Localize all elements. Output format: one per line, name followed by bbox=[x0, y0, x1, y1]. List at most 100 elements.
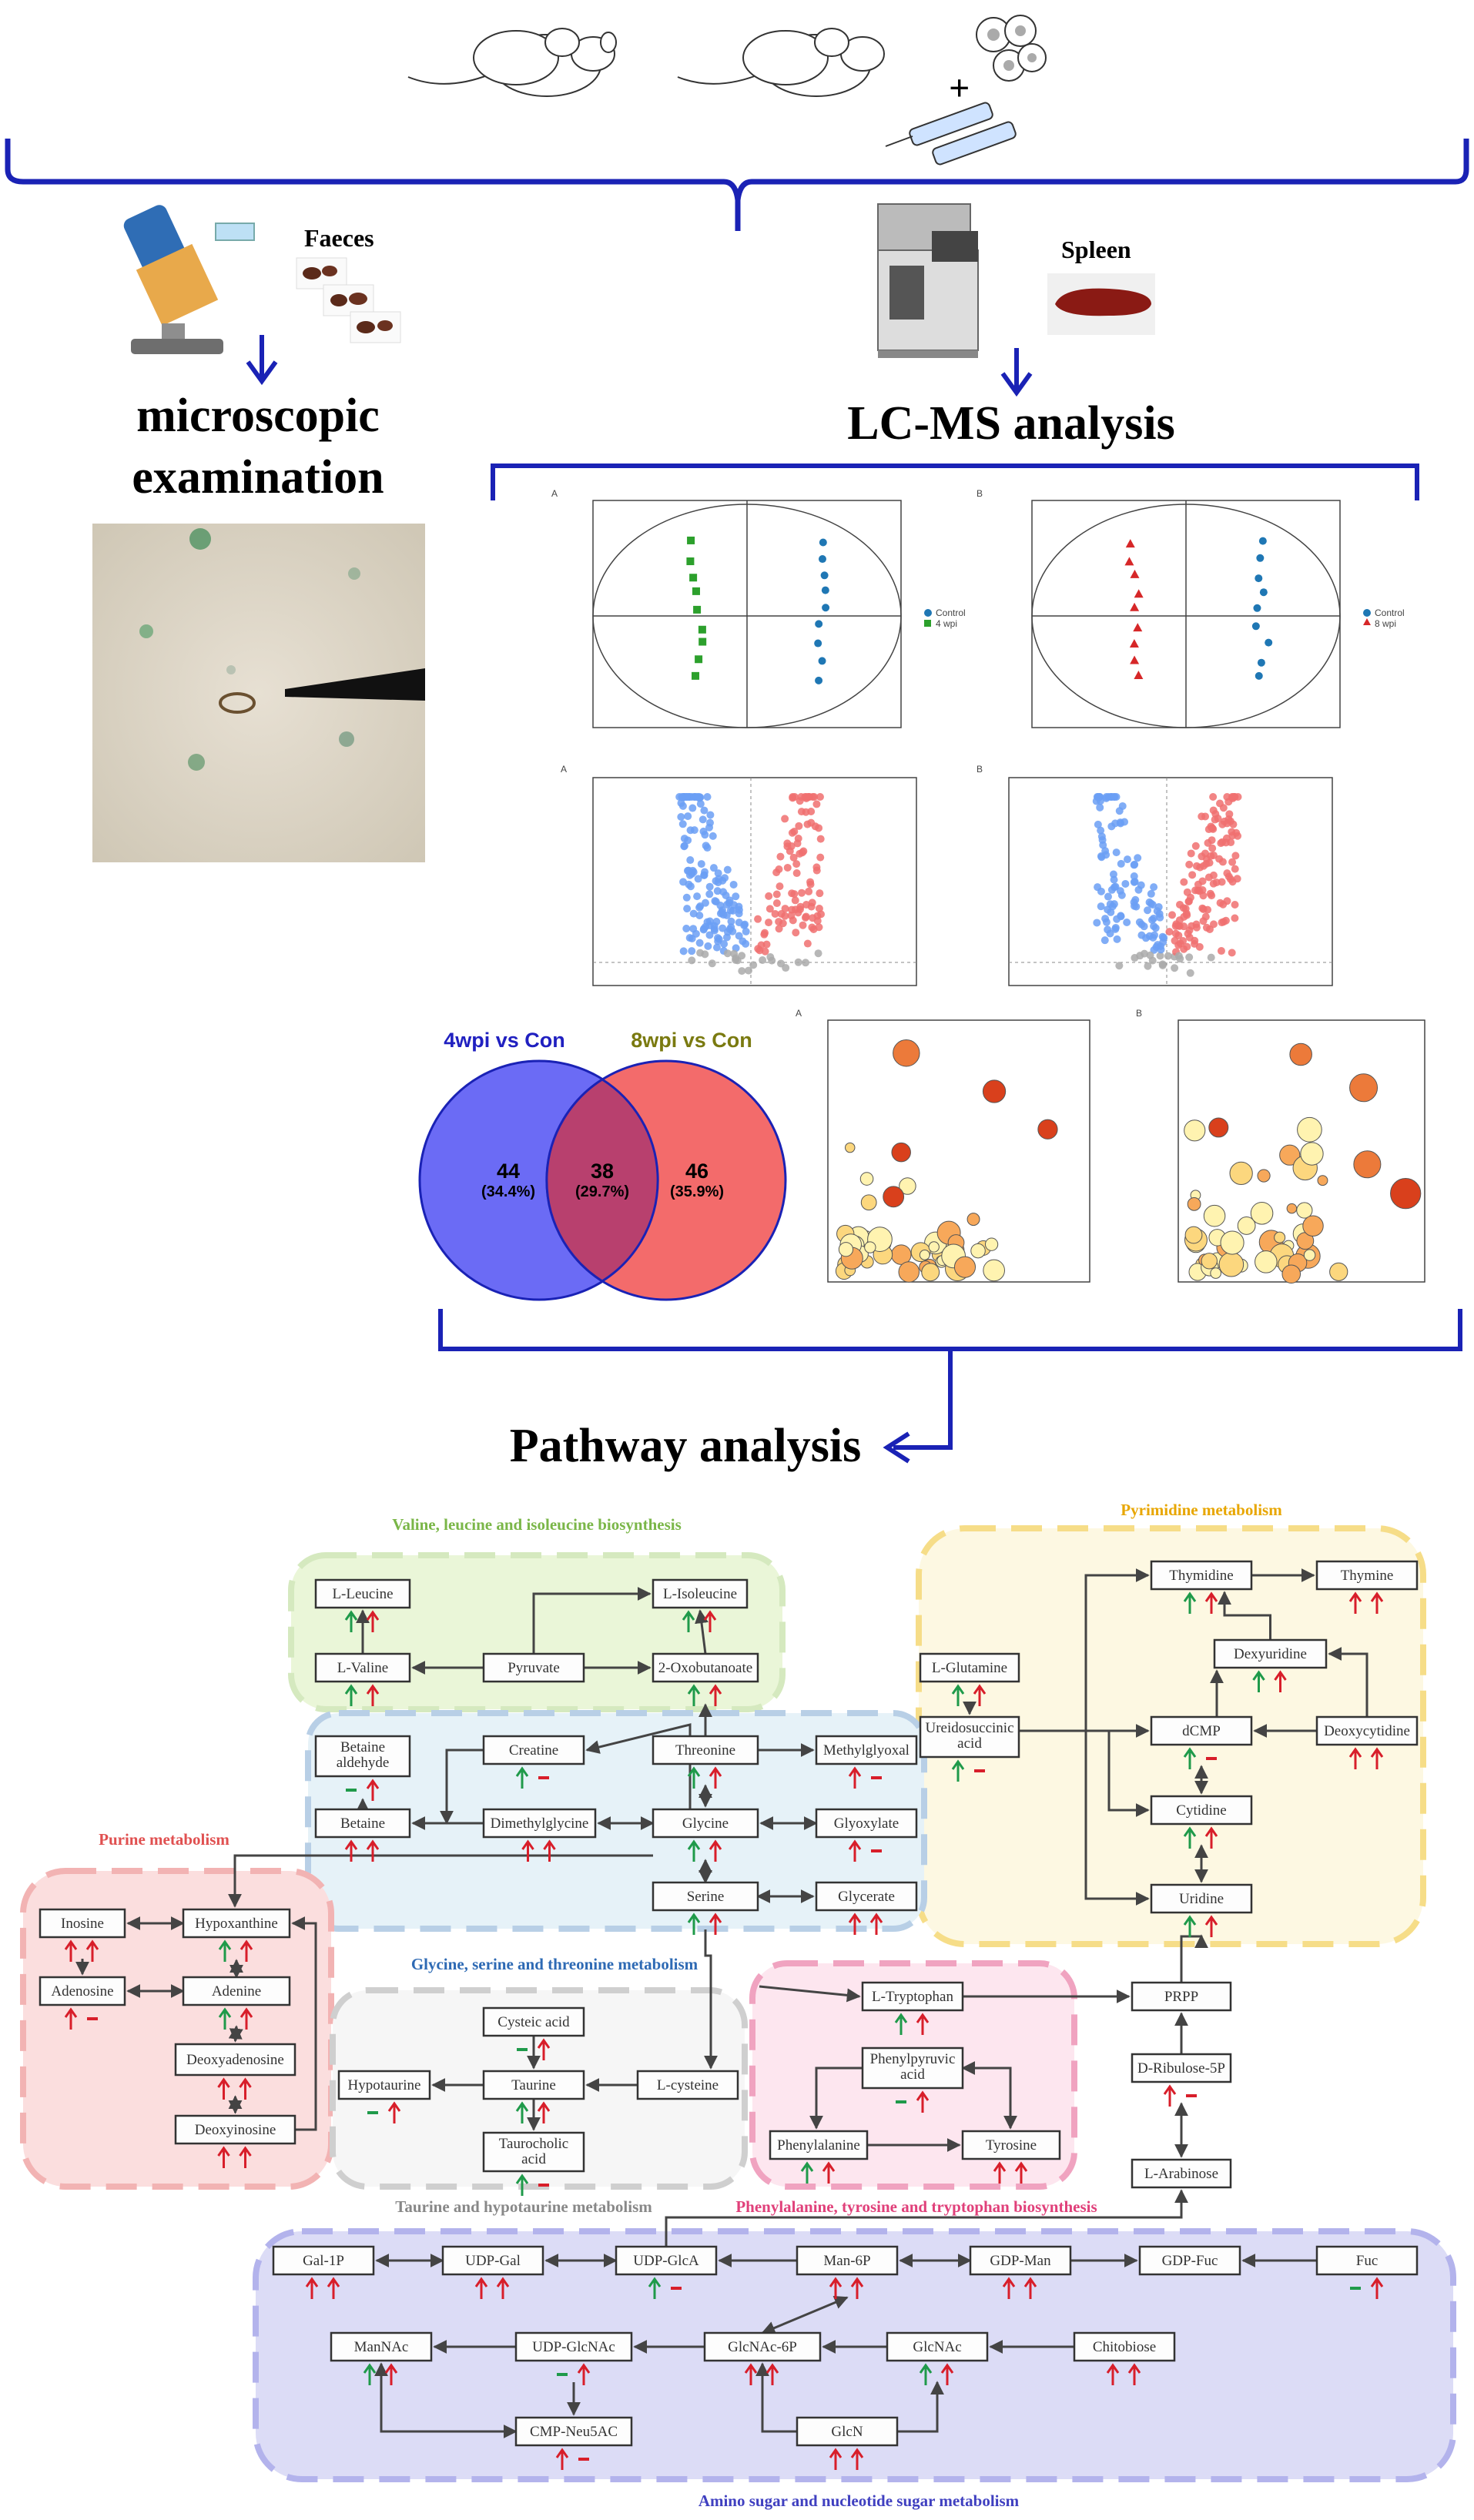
node-thymidine: Thymidine bbox=[1150, 1560, 1253, 1614]
volcano-point bbox=[1209, 806, 1218, 815]
volcano-point bbox=[701, 831, 709, 839]
volcano-point bbox=[761, 929, 769, 937]
pca-plot-b: B Control 8 wpi bbox=[977, 488, 1405, 728]
up-arrow-icon bbox=[951, 1684, 965, 1706]
node-box bbox=[652, 1881, 759, 1912]
node-label: Glycine bbox=[682, 1816, 729, 1832]
bubble-point bbox=[1210, 1267, 1222, 1279]
up-arrow-icon bbox=[829, 2277, 843, 2299]
bubble-point bbox=[1390, 1178, 1422, 1210]
node-label: Deoxyinosine bbox=[195, 2122, 276, 2138]
up-arrow-icon bbox=[543, 1839, 556, 1862]
volcano-point bbox=[1233, 875, 1241, 883]
volcano-point bbox=[715, 875, 723, 883]
pca-control-point bbox=[815, 676, 823, 684]
pca-control-point bbox=[819, 538, 827, 547]
volcano-point bbox=[713, 887, 722, 895]
bubble-point bbox=[1279, 1144, 1301, 1166]
venn-mid-count: 38 bbox=[591, 1160, 614, 1183]
node-box bbox=[703, 2331, 822, 2362]
node-dribulose: D-Ribulose-5P bbox=[1131, 2053, 1232, 2107]
volcano-point bbox=[792, 905, 800, 914]
up-arrow-icon bbox=[537, 2101, 551, 2123]
node-box bbox=[337, 2070, 431, 2100]
node-inosine: Inosine bbox=[39, 1908, 126, 1962]
bubble-point bbox=[891, 1142, 911, 1163]
node-chitobiose: Chitobiose bbox=[1073, 2331, 1176, 2385]
volcano-point bbox=[1154, 941, 1162, 949]
node-box bbox=[1131, 1981, 1232, 2012]
up-arrow-icon bbox=[577, 2363, 591, 2385]
volcano-point bbox=[722, 933, 731, 942]
up-arrow-icon bbox=[1023, 2277, 1037, 2299]
up-arrow-icon bbox=[363, 2363, 377, 2385]
bubble-point bbox=[859, 1172, 874, 1186]
volcano-point bbox=[1188, 871, 1197, 879]
mouse-illustration-infected bbox=[677, 28, 885, 97]
node-uridine: Uridine bbox=[1150, 1883, 1253, 1937]
volcano-point bbox=[1130, 861, 1138, 869]
node-box bbox=[796, 2245, 899, 2276]
up-arrow-icon bbox=[305, 2277, 319, 2299]
node-box bbox=[330, 2331, 433, 2362]
pathway-edge bbox=[755, 2362, 797, 2433]
volcano-point bbox=[1180, 945, 1188, 953]
up-arrow-icon bbox=[240, 2007, 253, 2030]
volcano-point bbox=[725, 899, 733, 907]
node-label: Methylglyoxal bbox=[823, 1742, 910, 1759]
volcano-point bbox=[1231, 852, 1240, 860]
volcano-a-points bbox=[675, 793, 826, 976]
volcano-point bbox=[694, 875, 702, 883]
up-arrow-icon bbox=[709, 1839, 722, 1862]
volcano-point bbox=[772, 868, 781, 877]
node-box bbox=[514, 2416, 633, 2447]
pca-4wpi-point bbox=[695, 655, 703, 664]
node-label: CMP-Neu5AC bbox=[530, 2424, 618, 2440]
up-arrow-icon bbox=[64, 2007, 78, 2030]
volcano-point bbox=[1115, 962, 1124, 970]
pca-control-point bbox=[1255, 671, 1263, 680]
node-box bbox=[815, 1808, 918, 1839]
spleen-photo bbox=[1047, 273, 1155, 335]
volcano-point bbox=[679, 878, 688, 886]
up-arrow-icon bbox=[993, 2161, 1007, 2184]
volcano-point bbox=[1092, 797, 1100, 805]
volcano-point bbox=[781, 815, 789, 823]
up-arrow-icon bbox=[515, 1766, 529, 1789]
pca-8wpi-point bbox=[1130, 569, 1140, 578]
pathway-edge bbox=[1084, 1568, 1150, 1731]
node-label: Uridine bbox=[1179, 1891, 1224, 1907]
node-cmpneu5ac: CMP-Neu5AC bbox=[514, 2416, 633, 2470]
pathway-edges bbox=[75, 1568, 1368, 2438]
node-label: L-cysteine bbox=[657, 2077, 719, 2093]
pca-4wpi-point bbox=[689, 574, 698, 582]
volcano-point bbox=[816, 793, 824, 801]
node-label: Serine bbox=[687, 1889, 725, 1905]
node-box bbox=[514, 2331, 633, 2362]
volcano-plot-a: A bbox=[561, 764, 917, 986]
node-label: L-Leucine bbox=[332, 1586, 393, 1602]
volcano-point bbox=[1123, 855, 1131, 864]
node-glyoxylate: Glyoxylate bbox=[815, 1808, 918, 1862]
up-arrow-icon bbox=[765, 2363, 779, 2385]
node-box bbox=[272, 2245, 375, 2276]
up-arrow-icon bbox=[344, 1684, 358, 1706]
pca-control-point bbox=[1257, 658, 1265, 667]
node-box bbox=[1315, 1560, 1419, 1591]
node-label: GlcN bbox=[831, 2424, 863, 2440]
node-box bbox=[182, 1908, 291, 1939]
bubble-a-label: A bbox=[796, 1008, 802, 1019]
plus-sign: + bbox=[949, 68, 970, 109]
volcano-point bbox=[1117, 859, 1125, 868]
node-box bbox=[652, 1652, 759, 1683]
volcano-point bbox=[1198, 877, 1207, 885]
bubble-point bbox=[970, 1243, 986, 1259]
up-arrow-icon bbox=[800, 2161, 814, 2184]
node-gal1p: Gal-1P bbox=[272, 2245, 375, 2299]
up-arrow-icon bbox=[218, 2007, 232, 2030]
up-arrow-icon bbox=[1183, 1591, 1197, 1614]
volcano-point bbox=[697, 860, 705, 868]
bubble-point bbox=[1037, 1119, 1058, 1140]
